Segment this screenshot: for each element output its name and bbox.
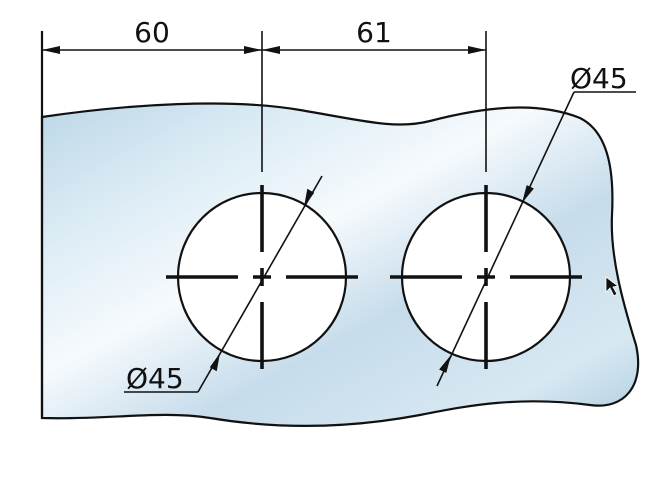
dimension-60-label: 60 xyxy=(134,16,170,49)
diameter-dimension-hole-2[interactable]: Ø45 xyxy=(436,62,636,387)
dimension-60[interactable]: 60 xyxy=(42,16,262,54)
dimension-61-label: 61 xyxy=(356,16,392,49)
center-mark-hole-2 xyxy=(390,185,582,369)
center-mark-hole-1 xyxy=(166,185,358,369)
mouse-pointer-icon xyxy=(605,276,619,297)
diameter-dimension-hole-1[interactable]: Ø45 xyxy=(124,175,323,395)
diameter-label-hole-2: Ø45 xyxy=(570,62,628,95)
dimension-61[interactable]: 61 xyxy=(262,16,486,54)
diameter-label-hole-1: Ø45 xyxy=(126,362,184,395)
